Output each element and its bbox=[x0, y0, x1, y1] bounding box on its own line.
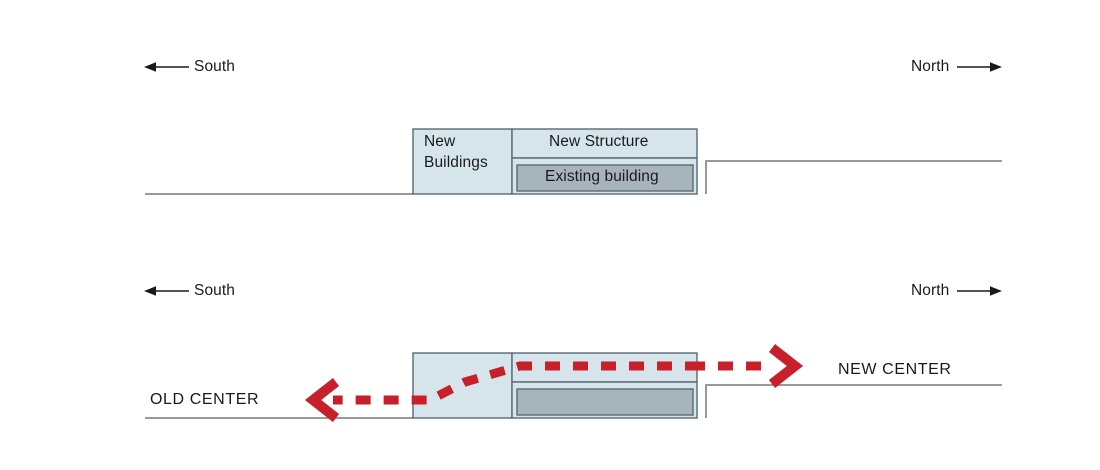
label-new-structure: New Structure bbox=[549, 133, 649, 150]
label-new-buildings: New Buildings bbox=[424, 133, 488, 171]
label-existing-building: Existing building bbox=[545, 168, 659, 185]
south-arrow-icon-lower bbox=[144, 286, 189, 296]
new-buildings-block-lower bbox=[412, 352, 513, 419]
compass-label-north-lower: North bbox=[911, 282, 950, 299]
flow-arrow-right bbox=[690, 344, 804, 388]
compass-label-south-upper: South bbox=[194, 58, 236, 75]
ground-line-right-lower bbox=[705, 384, 1002, 418]
north-arrow-icon-lower bbox=[957, 286, 1002, 296]
ground-line-right-upper bbox=[705, 160, 1002, 194]
flow-arrow-left bbox=[304, 361, 700, 422]
north-arrow-icon-upper bbox=[957, 62, 1002, 72]
existing-building-block bbox=[516, 164, 694, 192]
upper-panel-group bbox=[144, 62, 1002, 195]
new-structure-block bbox=[511, 128, 698, 159]
label-new-center: NEW CENTER bbox=[838, 361, 952, 378]
south-arrow-icon-upper bbox=[144, 62, 189, 72]
lower-panel-group bbox=[144, 286, 1002, 422]
existing-building-block-lower bbox=[516, 388, 694, 416]
new-buildings-block bbox=[412, 128, 513, 195]
compass-label-north-upper: North bbox=[911, 58, 950, 75]
compass-label-south-lower: South bbox=[194, 282, 236, 299]
label-old-center: OLD CENTER bbox=[150, 391, 260, 408]
